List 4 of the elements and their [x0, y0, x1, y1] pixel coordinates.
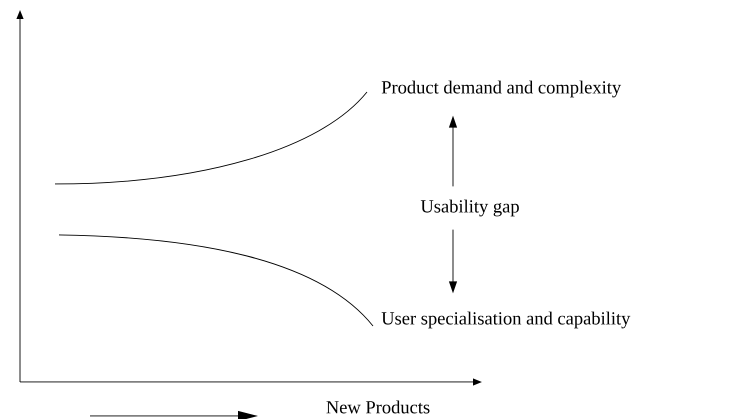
- curve-label: Product demand and complexity: [382, 80, 622, 98]
- gap-label: Usability gap: [420, 200, 519, 216]
- axis-label: New Products: [326, 400, 430, 414]
- curve-label: User specialisation and capability: [382, 312, 630, 328]
